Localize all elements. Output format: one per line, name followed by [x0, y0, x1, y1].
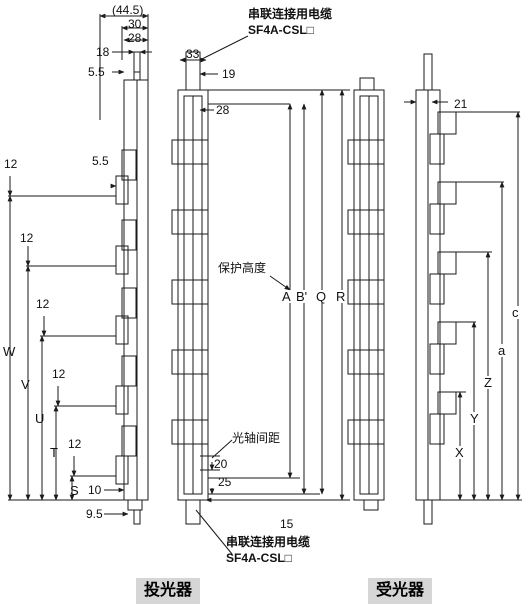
dim-R: R [336, 289, 346, 304]
dim-12-b: 12 [20, 231, 34, 245]
dim-c: c [512, 305, 519, 320]
dim-Q: Q [316, 289, 327, 304]
dim-20: 20 [214, 457, 228, 471]
dim-19: 19 [222, 67, 236, 81]
dim-U: U [35, 411, 45, 426]
dim-5-5-mid: 5.5 [92, 154, 109, 168]
receiver-front-brackets [347, 139, 385, 445]
dim-S: S [70, 483, 79, 498]
receiver-side-view [415, 53, 522, 525]
dim-12-a: 12 [4, 157, 18, 171]
dim-33: 33 [186, 47, 200, 61]
dim-12-e: 12 [68, 437, 82, 451]
emitter-front-view [171, 51, 350, 525]
cable-bottom-name: 串联连接用电缆 [226, 535, 311, 549]
beam-pitch-label: 光轴间距 [232, 431, 281, 445]
dim-A: A [282, 289, 291, 304]
receiver-side-brackets [429, 111, 457, 445]
dim-25: 25 [218, 475, 232, 489]
receiver-caption: 受光器 [368, 578, 432, 604]
dim-X: X [455, 445, 464, 460]
emitter-front-brackets [171, 139, 209, 445]
dim-T: T [50, 445, 58, 460]
dim-9-5: 9.5 [86, 507, 103, 521]
dim-Y: Y [470, 411, 479, 426]
dim-Z: Z [484, 375, 492, 390]
receiver-front-view [347, 77, 385, 511]
dim-V: V [21, 377, 30, 392]
dim-10: 10 [88, 483, 102, 497]
dim-18: 18 [96, 45, 110, 59]
dim-21: 21 [454, 97, 468, 111]
emitter-side-brackets [115, 149, 137, 485]
dim-28-top: 28 [128, 31, 142, 45]
dim-a: a [498, 343, 506, 358]
dim-28-mid: 28 [216, 103, 230, 117]
cable-top-model: SF4A-CSL□ [248, 23, 314, 37]
dim-15: 15 [280, 517, 294, 531]
emitter-side-view [8, 51, 149, 525]
dim-W: W [3, 344, 16, 359]
emitter-caption: 投光器 [136, 578, 200, 604]
protect-height-label: 保护高度 [218, 261, 267, 275]
dim-44-5: (44.5) [112, 3, 144, 17]
cable-top-name: 串联连接用电缆 [248, 7, 333, 21]
dim-B-prime: B' [296, 289, 308, 304]
dim-12-d: 12 [52, 367, 66, 381]
dim-30: 30 [128, 17, 142, 31]
dim-5-5-top: 5.5 [88, 65, 105, 79]
cable-bottom-model: SF4A-CSL□ [226, 551, 292, 565]
dim-12-c: 12 [36, 297, 50, 311]
